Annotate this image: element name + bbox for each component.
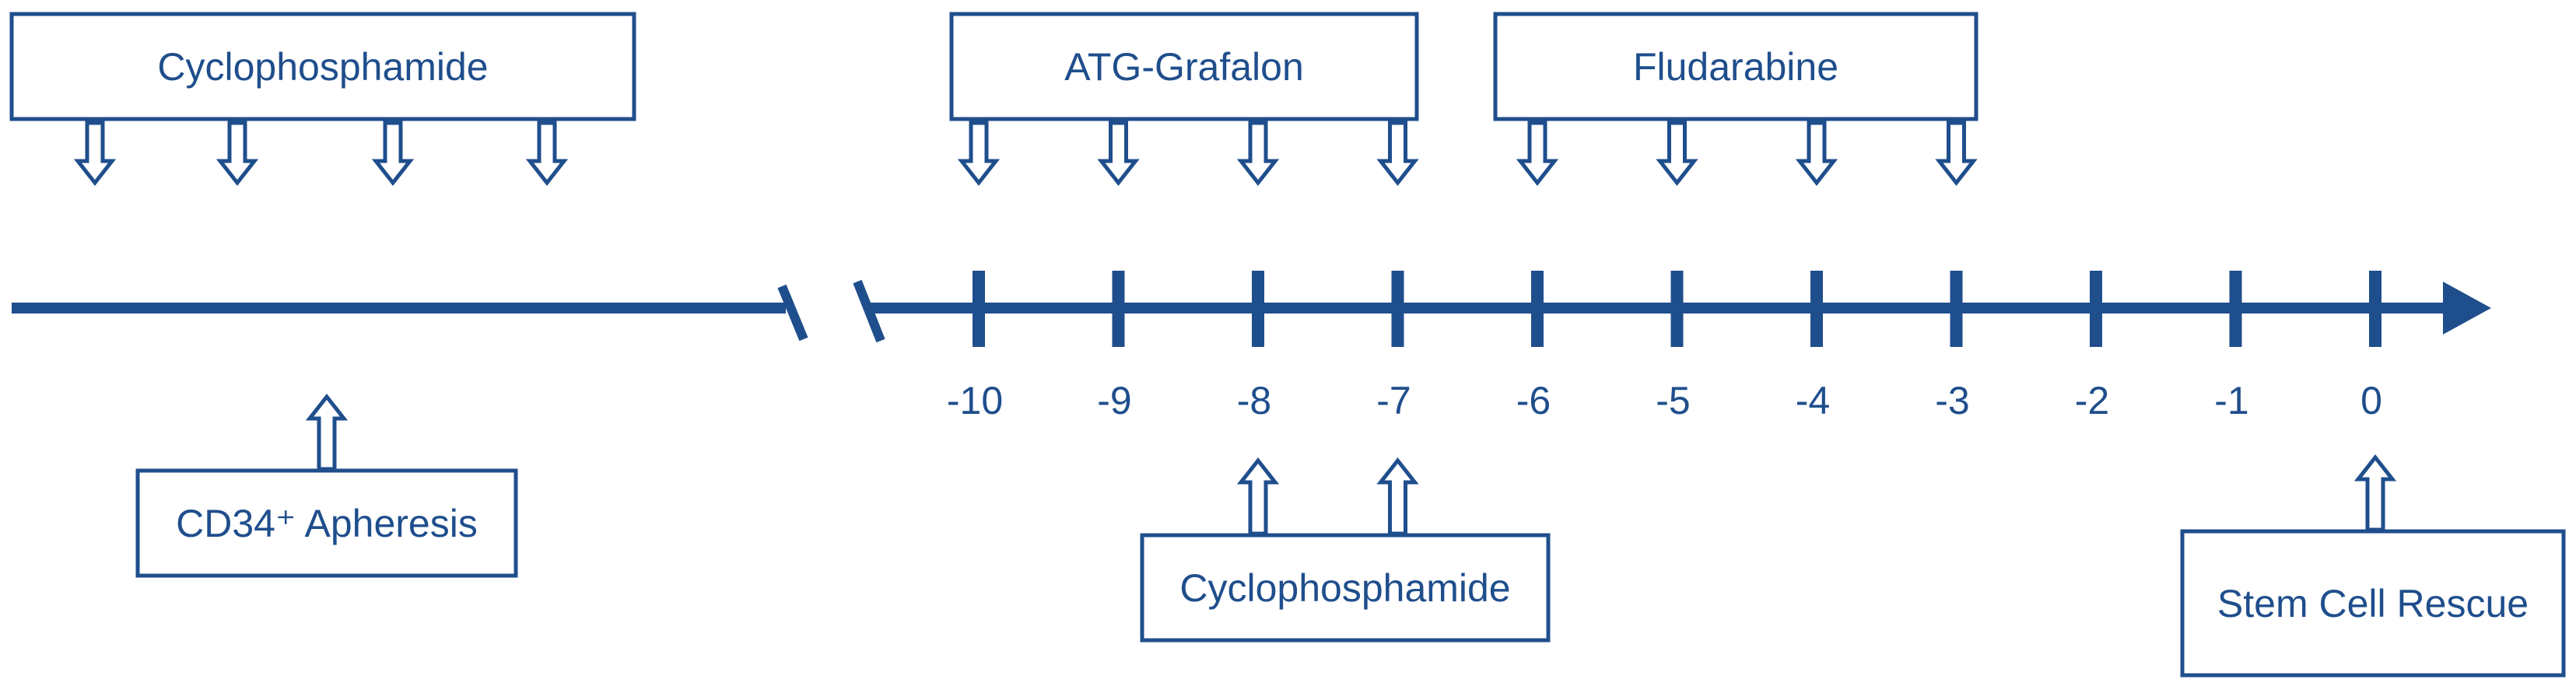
cyclophosphamide-bottom-box: Cyclophosphamide (1140, 533, 1551, 643)
axis-arrowhead (2443, 282, 2491, 334)
cyclophosphamide-bottom-label: Cyclophosphamide (1179, 566, 1510, 610)
axis-tick-label: -5 (1656, 379, 1690, 422)
cd34-apheresis-box: CD34⁺ Apheresis (135, 468, 518, 578)
cd34-apheresis-label: CD34⁺ Apheresis (176, 502, 478, 545)
atg-grafalon-box: ATG-Grafalon (949, 12, 1419, 121)
fludarabine-dose-arrow (1935, 121, 1978, 187)
axis-tick-label: -3 (1935, 379, 1969, 422)
cyclophosphamide-dose-arrow (216, 121, 259, 187)
axis-tick-label: 0 (2360, 379, 2382, 422)
fludarabine-dose-arrow (1656, 121, 1698, 187)
fludarabine-dose-arrow (1516, 121, 1559, 187)
stem-cell-rescue-label: Stem Cell Rescue (2217, 582, 2529, 625)
axis-tick-label: -10 (947, 379, 1003, 422)
cyclophosphamide-top-label: Cyclophosphamide (157, 45, 488, 89)
axis-tick-label: -7 (1376, 379, 1411, 422)
atg-dose-arrow (957, 121, 1001, 187)
axis-tick-label: -1 (2214, 379, 2248, 422)
cyclophosphamide-dose-arrow (1376, 457, 1419, 536)
fludarabine-box: Fludarabine (1493, 12, 1978, 121)
axis-tick-label: -2 (2075, 379, 2109, 422)
cd34-apheresis-arrow (305, 393, 349, 471)
cyclophosphamide-dose-arrow (1236, 457, 1280, 536)
atg-dose-arrow (1376, 121, 1419, 187)
axis-tick-label: -8 (1237, 379, 1271, 422)
stem-cell-rescue-box: Stem Cell Rescue (2180, 529, 2566, 678)
atg-grafalon-label: ATG-Grafalon (1064, 45, 1304, 89)
cyclophosphamide-top-box: Cyclophosphamide (9, 12, 636, 121)
axis-break-mark-right (853, 279, 885, 343)
axis-tick-label: -9 (1097, 379, 1131, 422)
atg-dose-arrow (1236, 121, 1280, 187)
axis-break-mark-left (777, 284, 808, 341)
axis-tick-label: -4 (1796, 379, 1830, 422)
cyclophosphamide-dose-arrow (371, 121, 415, 187)
cyclophosphamide-dose-arrow (525, 121, 569, 187)
axis-ticks (973, 271, 2381, 347)
fludarabine-dose-arrow (1795, 121, 1838, 187)
axis-tick-label: -6 (1516, 379, 1551, 422)
atg-dose-arrow (1097, 121, 1140, 187)
fludarabine-label: Fludarabine (1633, 45, 1838, 89)
cyclophosphamide-dose-arrow (73, 121, 117, 187)
down-arrows (73, 121, 1978, 187)
stem-cell-rescue-arrow (2353, 454, 2397, 532)
